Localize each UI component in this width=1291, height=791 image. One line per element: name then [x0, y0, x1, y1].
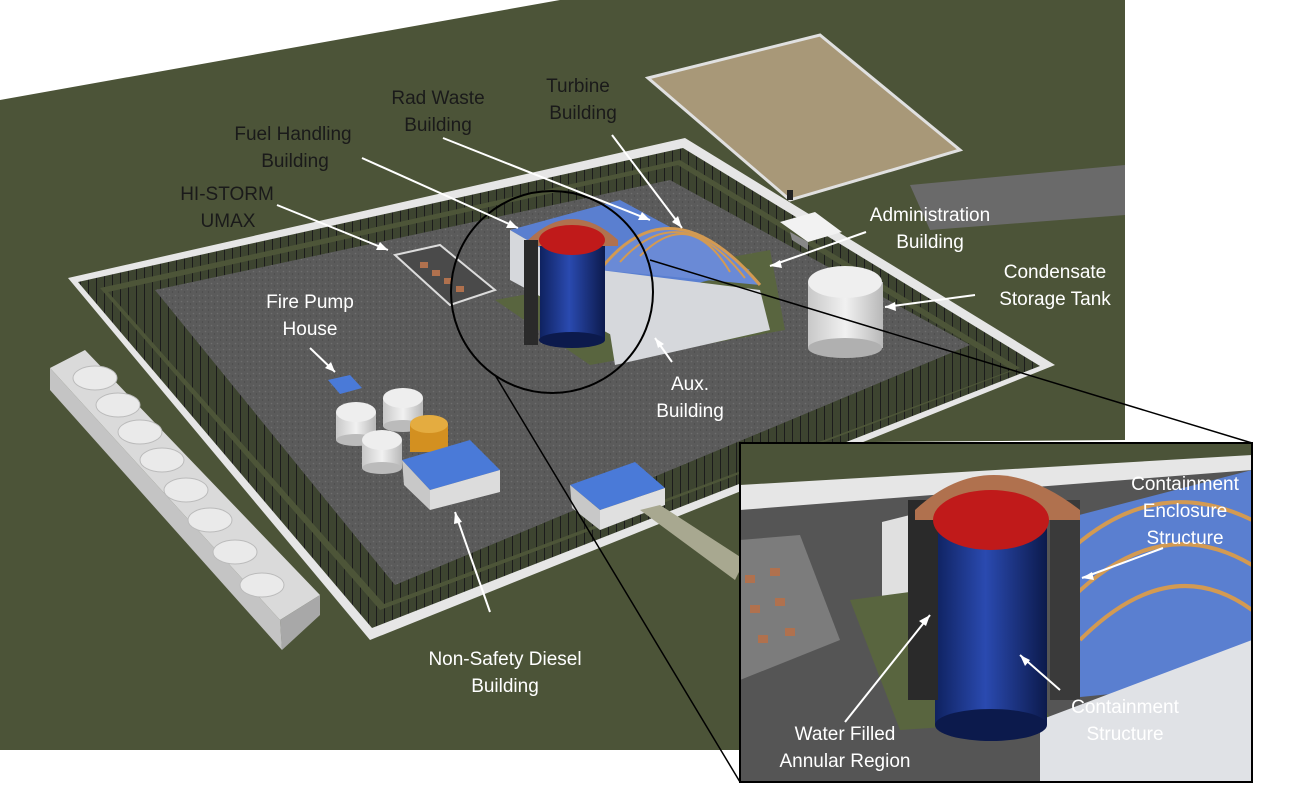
label-non-safety-diesel-line2: Building	[471, 676, 539, 697]
road	[910, 165, 1125, 230]
label-aux-line2: Building	[656, 401, 724, 422]
label-fire-pump-line1: Fire Pump	[266, 292, 354, 313]
callout-line-top	[649, 259, 1253, 444]
label-hi-storm: HI-STORM UMAX	[180, 184, 274, 232]
fire-pump-house	[328, 375, 362, 394]
label-hi-storm-line2: UMAX	[201, 211, 256, 232]
label-aux: Aux. Building	[656, 374, 724, 422]
inset-frame	[739, 442, 1253, 783]
label-hi-storm-line1: HI-STORM	[180, 184, 274, 205]
label-rad-waste-line1: Rad Waste	[391, 88, 484, 109]
inset-view	[740, 443, 1252, 782]
label-administration-line1: Administration	[870, 205, 990, 226]
label-rad-waste: Rad Waste Building	[391, 88, 484, 136]
callout-circle	[450, 190, 654, 394]
label-fuel-handling-line2: Building	[261, 151, 329, 172]
callout-line-bottom	[494, 374, 741, 783]
label-containment-structure-line2: Structure	[1086, 724, 1163, 745]
label-containment-enclosure: Containment Enclosure Structure	[1131, 474, 1239, 549]
pump-building-model	[570, 462, 745, 580]
label-condensate: Condensate Storage Tank	[999, 262, 1111, 310]
label-turbine: Turbine Building	[546, 76, 617, 124]
leader-lines	[276, 134, 1164, 723]
label-fuel-handling: Fuel Handling Building	[234, 124, 351, 172]
label-non-safety-diesel: Non-Safety Diesel Building	[428, 649, 581, 697]
label-fuel-handling-line1: Fuel Handling	[234, 124, 351, 145]
fenced-field	[644, 33, 964, 202]
condensate-tank	[808, 266, 883, 358]
label-aux-line1: Aux.	[671, 374, 709, 395]
label-containment-enclosure-line3: Structure	[1146, 528, 1223, 549]
small-tanks	[336, 388, 448, 474]
label-condensate-line2: Storage Tank	[999, 289, 1111, 310]
label-non-safety-diesel-line1: Non-Safety Diesel	[428, 649, 581, 670]
label-water-filled-line2: Annular Region	[780, 751, 911, 772]
label-containment-structure-line1: Containment	[1071, 697, 1179, 718]
label-fire-pump-line2: House	[283, 319, 338, 340]
label-water-filled: Water Filled Annular Region	[780, 724, 911, 772]
cooling-tower-row	[50, 350, 320, 650]
administration-building-model	[780, 212, 842, 250]
diesel-building-model	[402, 440, 500, 510]
label-containment-enclosure-line2: Enclosure	[1143, 501, 1228, 522]
label-containment-enclosure-line1: Containment	[1131, 474, 1239, 495]
label-turbine-line2: Building	[549, 103, 617, 124]
label-condensate-line1: Condensate	[1004, 262, 1106, 283]
label-water-filled-line1: Water Filled	[795, 724, 896, 745]
label-turbine-line1: Turbine	[546, 76, 610, 97]
label-containment-structure: Containment Structure	[1071, 697, 1179, 745]
label-fire-pump: Fire Pump House	[266, 292, 354, 340]
label-administration-line2: Building	[896, 232, 964, 253]
hi-storm-pad	[392, 243, 498, 307]
label-administration: Administration Building	[870, 205, 990, 253]
label-rad-waste-line2: Building	[404, 115, 472, 136]
